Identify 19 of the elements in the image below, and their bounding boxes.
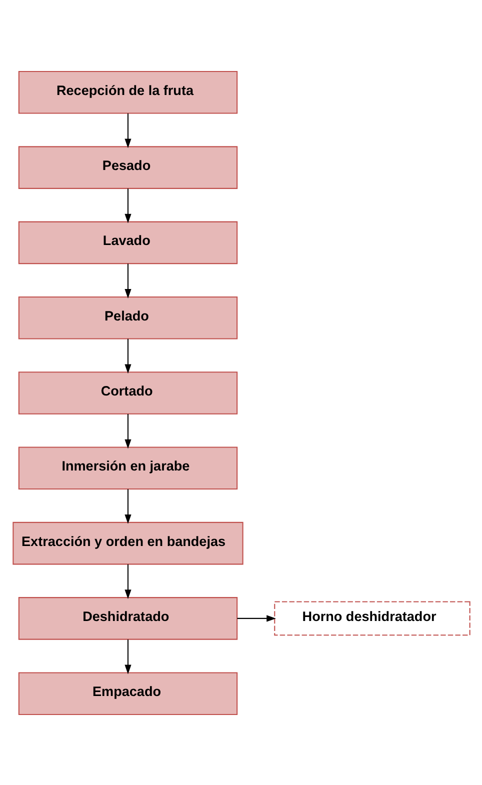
arrow [124, 263, 131, 298]
arrow [124, 188, 131, 223]
arrow [124, 414, 131, 448]
node-box: Pesado [18, 146, 238, 188]
arrow [124, 112, 131, 148]
node-box: Deshidratado [18, 596, 238, 640]
node-box: Lavado [18, 220, 238, 264]
arrow [236, 614, 276, 622]
node-box: Inmersión en jarabe [18, 446, 238, 490]
node-box: Recepción de la fruta [18, 70, 238, 114]
arrow [124, 638, 131, 674]
node-box: Pelado [18, 296, 238, 339]
arrow [124, 564, 131, 599]
node-box: Extracción y orden en bandejas [12, 521, 243, 564]
node-box: Horno deshidratador [274, 600, 470, 636]
arrow [124, 338, 131, 374]
node-box: Cortado [18, 371, 238, 414]
node-box: Empacado [18, 672, 238, 714]
arrow [124, 488, 131, 524]
